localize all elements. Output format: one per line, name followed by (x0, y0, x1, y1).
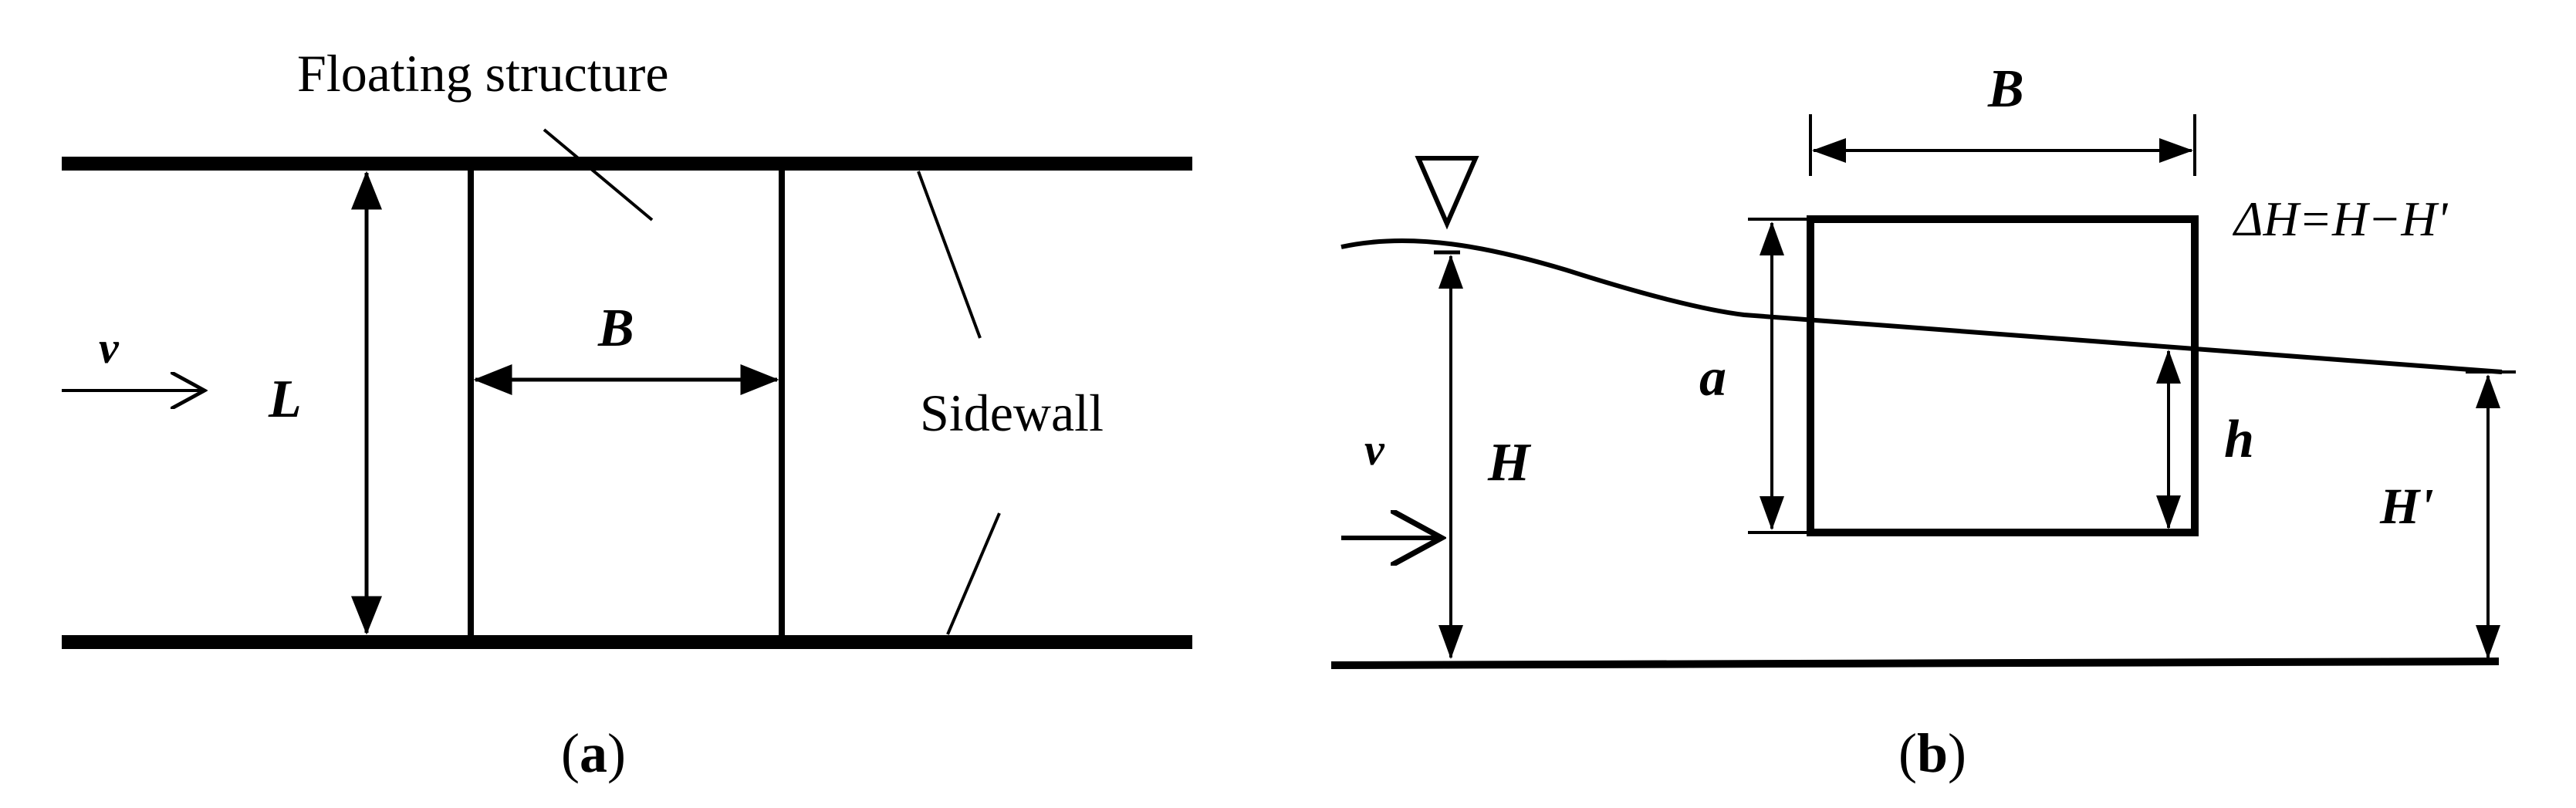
length-label: L (268, 370, 302, 429)
panel-a-caption-close: ) (607, 722, 626, 784)
panel-b-caption: (b) (1898, 722, 1966, 784)
depth-downstream-label: H' (2379, 478, 2434, 535)
panel-a-caption-letter: a (580, 722, 607, 784)
water-surface (1340, 238, 2503, 374)
sidewall-label: Sidewall (920, 384, 1104, 442)
draft-label: h (2224, 410, 2254, 469)
floating-structure-box (1807, 215, 2199, 536)
velocity-label-b: v (1364, 424, 1385, 475)
panel-a-caption-open: ( (561, 722, 580, 784)
velocity-label: v (99, 323, 120, 373)
delta-h-formula: ΔH=H−H' (2232, 191, 2449, 246)
floating-structure-label: Floating structure (297, 44, 669, 103)
panel-b-caption-open: ( (1898, 722, 1917, 784)
water-level-symbol (1415, 156, 1479, 230)
height-label: a (1699, 348, 1726, 407)
channel-bed (1330, 658, 2500, 669)
sidewall-bottom-leader (946, 512, 1001, 635)
sidewall-top-leader (917, 171, 982, 339)
width-label-b: B (1987, 59, 2024, 119)
panel-b: H v B a h H' ΔH=H−H' (b) (1330, 59, 2516, 784)
depth-upstream-label: H (1487, 433, 1532, 492)
panel-b-caption-letter: b (1917, 722, 1948, 784)
width-label: B (597, 299, 634, 358)
panel-a: L B v Floating structure Sidewall (a) (62, 44, 1192, 784)
panel-b-caption-close: ) (1948, 722, 1966, 784)
panel-a-caption: (a) (561, 722, 626, 784)
floating-structure-leader (543, 128, 654, 221)
